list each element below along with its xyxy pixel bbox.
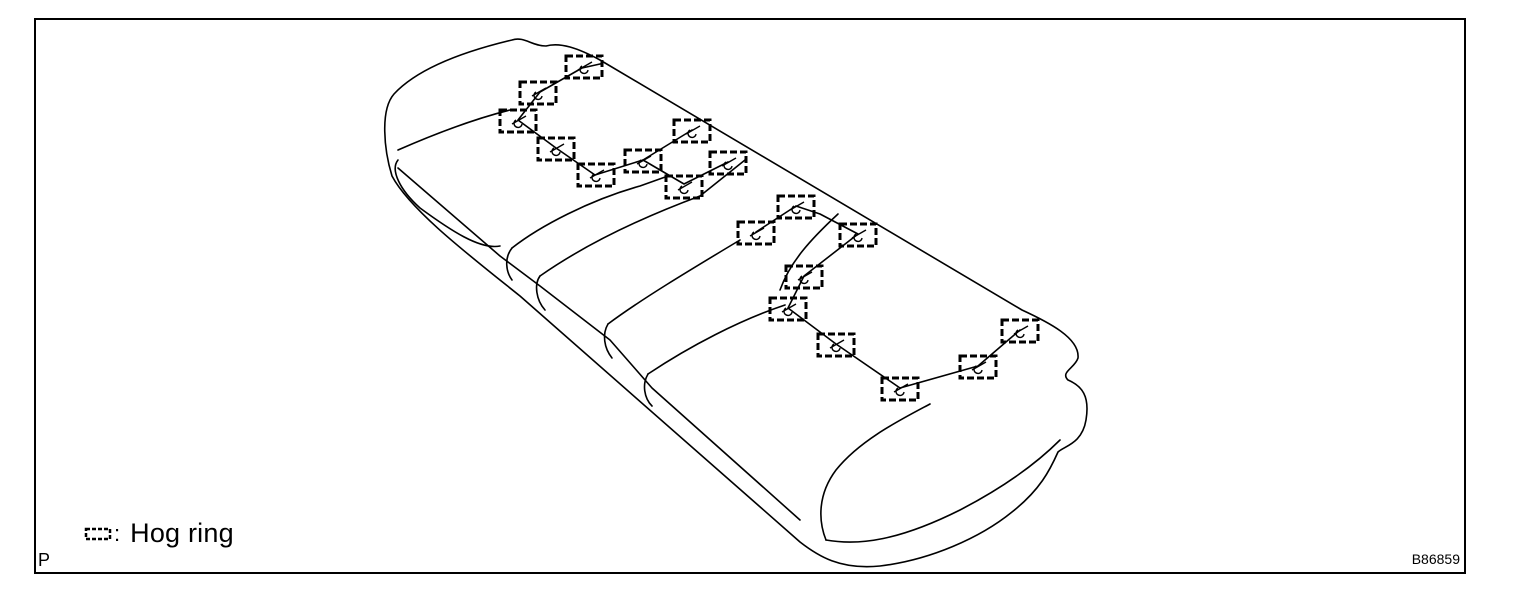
hog-ring-marker [672, 118, 712, 144]
hog-ring-marker [768, 296, 808, 322]
hog-ring-marker [736, 220, 776, 246]
hog-ring-marker [1000, 318, 1040, 344]
side-drop-1 [505, 247, 513, 281]
figure-frame [34, 18, 1466, 574]
side-drop-3 [603, 323, 613, 359]
ring-connector-d [779, 213, 839, 291]
bolster-front-edge [397, 109, 511, 151]
hog-ring-marker-icon [84, 527, 112, 540]
hog-ring-marker [880, 376, 920, 402]
ring-connector-b [642, 159, 729, 185]
front-edge-line [397, 167, 801, 521]
hog-ring-marker [958, 354, 998, 380]
hog-ring-marker [776, 194, 816, 220]
seam-line-1 [511, 175, 669, 249]
hog-ring-marker [838, 222, 878, 248]
hog-ring-marker [784, 264, 824, 290]
hog-ring-marker [536, 136, 576, 162]
hog-ring-marker [518, 80, 558, 106]
seam-line-4 [647, 304, 786, 375]
bolster-left-seam [394, 159, 501, 248]
right-bolster-seam [820, 403, 931, 541]
hog-ring-marker [576, 162, 616, 188]
hog-ring-marker [498, 108, 538, 134]
legend: : Hog ring [84, 518, 234, 549]
hog-ring-marker [564, 54, 604, 80]
hog-ring-marker [664, 174, 704, 200]
ring-connector-a [517, 63, 693, 176]
right-bolster-edge [825, 439, 1061, 543]
legend-colon: : [114, 520, 121, 546]
hog-ring-marker [708, 150, 748, 176]
hog-ring-marker [816, 332, 856, 358]
side-drop-4 [643, 373, 653, 407]
seam-line-3 [607, 239, 741, 325]
seat-cushion-outline [383, 38, 1088, 568]
hog-ring-marker [623, 148, 663, 174]
seam-line-2 [539, 159, 746, 277]
figure-code: B86859 [1411, 551, 1460, 567]
legend-label: Hog ring [130, 518, 234, 548]
side-drop-2 [535, 275, 546, 311]
corner-letter: P [38, 550, 51, 570]
